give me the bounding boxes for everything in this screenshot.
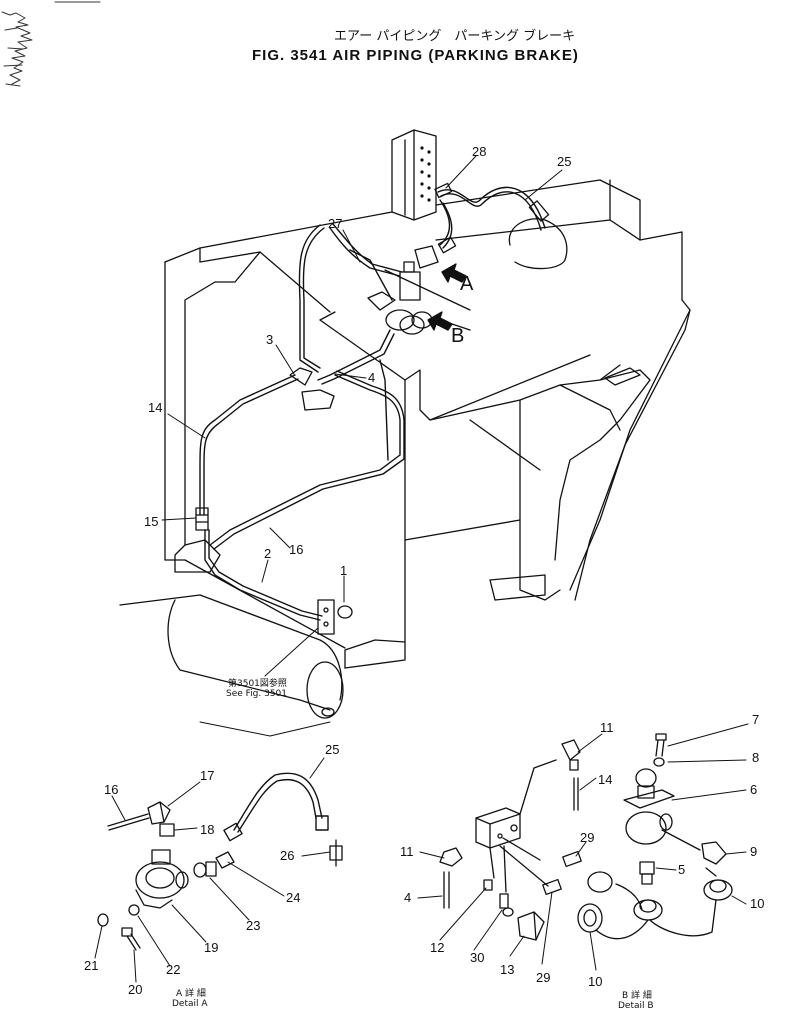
pipe-14 bbox=[574, 778, 578, 810]
detail-b-callout-29-upper: 29 bbox=[580, 830, 594, 845]
detail-b-callout-10-lower: 10 bbox=[588, 974, 602, 989]
callout-25: 25 bbox=[557, 154, 571, 169]
pipe-16 bbox=[108, 814, 149, 830]
elbow-11-top bbox=[562, 740, 580, 770]
elbow-9 bbox=[702, 842, 726, 864]
tubing-b bbox=[490, 830, 716, 939]
bolt-20 bbox=[122, 928, 140, 950]
detail-b-callout-7: 7 bbox=[752, 712, 759, 727]
detail-b-callout-9: 9 bbox=[750, 844, 757, 859]
fitting-24 bbox=[216, 852, 234, 868]
scan-noise bbox=[2, 2, 100, 86]
fitting-15 bbox=[196, 508, 208, 530]
fitting-3 bbox=[290, 368, 334, 410]
frame-outline bbox=[165, 180, 690, 668]
detail-a-callout-23: 23 bbox=[246, 918, 260, 933]
view-divider bbox=[200, 722, 330, 736]
fitting-29-lower bbox=[543, 880, 561, 895]
detail-a-callout-17: 17 bbox=[200, 768, 214, 783]
detail-b-label-jp: B 詳 細 bbox=[622, 989, 652, 1001]
detail-b-callout-30: 30 bbox=[470, 950, 484, 965]
detail-b-callout-11-top: 11 bbox=[600, 720, 614, 735]
block-4 bbox=[476, 808, 520, 848]
valve-6 bbox=[624, 769, 674, 844]
air-chamber bbox=[509, 219, 566, 269]
callout-28: 28 bbox=[472, 144, 486, 159]
loop-10-right bbox=[704, 880, 732, 900]
pipe-4 bbox=[444, 872, 449, 908]
see-fig-note-en: See Fig. 3501 bbox=[226, 689, 287, 699]
plug-22 bbox=[129, 905, 139, 915]
detail-b-callout-12: 12 bbox=[430, 940, 444, 955]
callout-1: 1 bbox=[340, 563, 347, 578]
detail-b-callout-8: 8 bbox=[752, 750, 759, 765]
callout-27: 27 bbox=[328, 216, 342, 231]
detail-b-callout-11-left: 11 bbox=[400, 844, 414, 859]
detail-a-callout-20: 20 bbox=[128, 982, 142, 997]
detail-b-callout-14: 14 bbox=[598, 772, 612, 787]
detail-a-callout-19: 19 bbox=[204, 940, 218, 955]
leader-lines-main bbox=[162, 156, 562, 676]
detail-a-callout-22: 22 bbox=[166, 962, 180, 977]
see-fig-note-jp: 第3501図参照 bbox=[228, 677, 287, 689]
leader-lines-b bbox=[418, 724, 748, 970]
detail-a-callout-24: 24 bbox=[286, 890, 300, 905]
view-arrow-b-icon bbox=[428, 312, 452, 330]
view-arrow-b-label: B bbox=[451, 325, 464, 347]
valve-19 bbox=[136, 850, 188, 908]
fitting-30 bbox=[500, 894, 513, 916]
view-arrow-a-icon bbox=[442, 264, 466, 282]
elbow-17 bbox=[148, 802, 170, 824]
detail-b-callout-5: 5 bbox=[678, 862, 685, 877]
detail-b-label-en: Detail B bbox=[618, 1001, 654, 1011]
title-japanese: エアー パイピング パーキング ブレーキ bbox=[334, 28, 575, 44]
air-piping bbox=[200, 187, 545, 620]
leader-pipe-14 bbox=[520, 760, 556, 814]
detail-a-callout-26: 26 bbox=[280, 848, 294, 863]
column-bracket bbox=[392, 130, 436, 220]
switch-13 bbox=[518, 912, 544, 940]
detail-b-callout-4: 4 bbox=[404, 890, 411, 905]
detail-a-callout-18: 18 bbox=[200, 822, 214, 837]
fitting-5 bbox=[640, 862, 654, 884]
fitting-23 bbox=[194, 862, 216, 877]
leader-lines-a bbox=[95, 758, 330, 982]
page-title: FIG. 3541 AIR PIPING (PARKING BRAKE) bbox=[252, 47, 579, 64]
loop-10-lower bbox=[578, 904, 602, 932]
main-assembly-view bbox=[120, 130, 690, 718]
detail-a-callout-16: 16 bbox=[104, 782, 118, 797]
hose-25 bbox=[224, 773, 328, 840]
detail-a-view bbox=[95, 758, 342, 982]
loop-10-mid bbox=[634, 900, 662, 920]
washer-8 bbox=[654, 758, 664, 766]
fitting-26 bbox=[330, 840, 342, 866]
elbow-11-left bbox=[440, 848, 462, 866]
parking-brake-valve bbox=[368, 183, 549, 334]
detail-a-callout-25: 25 bbox=[325, 742, 339, 757]
detail-b-callout-13: 13 bbox=[500, 962, 514, 977]
callout-15: 15 bbox=[144, 514, 158, 529]
detail-b-callout-10-right: 10 bbox=[750, 896, 764, 911]
callout-4: 4 bbox=[368, 370, 375, 385]
callout-3: 3 bbox=[266, 332, 273, 347]
view-arrow-a-label: A bbox=[460, 273, 474, 295]
detail-a-label-en: Detail A bbox=[172, 999, 208, 1009]
plug-12 bbox=[484, 880, 492, 890]
callout-16: 16 bbox=[289, 542, 303, 557]
fitting-1 bbox=[318, 600, 352, 634]
fitting-29-upper bbox=[563, 852, 581, 867]
callout-2: 2 bbox=[264, 546, 271, 561]
detail-a-callout-21: 21 bbox=[84, 958, 98, 973]
detail-b-callout-29-lower: 29 bbox=[536, 970, 550, 985]
detail-a-label-jp: A 詳 細 bbox=[176, 987, 206, 999]
bolt-7 bbox=[656, 734, 666, 756]
nut-18 bbox=[160, 824, 174, 836]
callout-14: 14 bbox=[148, 400, 162, 415]
washer-21 bbox=[98, 914, 108, 926]
loop-coil bbox=[588, 872, 612, 892]
detail-b-view bbox=[418, 724, 748, 970]
detail-b-callout-6: 6 bbox=[750, 782, 757, 797]
